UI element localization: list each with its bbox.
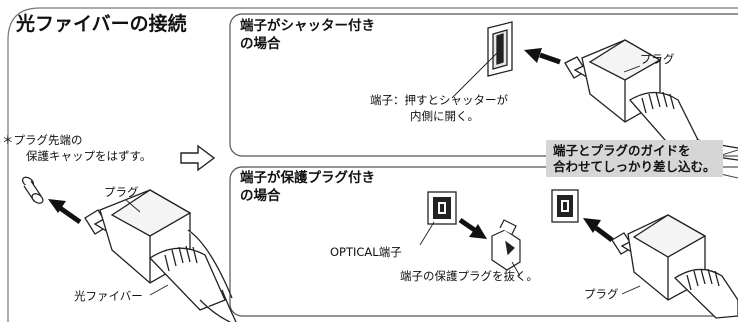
remove-plug-label: 端子の保護プラグを抜く。 bbox=[400, 269, 538, 283]
protect-panel-frame bbox=[229, 166, 738, 317]
protect-terminal-drawing bbox=[551, 189, 579, 223]
optical-terminal-label: OPTICAL端子 bbox=[330, 245, 402, 259]
tip-line1: 端子とプラグのガイドを bbox=[553, 143, 691, 158]
left-fiber-label: 光ファイバー bbox=[74, 289, 143, 303]
left-plug-label: プラグ bbox=[104, 185, 139, 199]
page-title: 光ファイバーの接続 bbox=[16, 13, 187, 35]
shutter-plug-leader bbox=[623, 65, 641, 73]
protect-plug-leader bbox=[621, 285, 641, 295]
left-plug-leader bbox=[125, 199, 141, 213]
shutter-plug-drawing bbox=[564, 39, 738, 161]
protect-plug-drawing bbox=[611, 214, 738, 319]
tip-line2: 合わせてしっかり差し込む。 bbox=[553, 158, 716, 174]
protect-cap-drawing bbox=[491, 219, 521, 271]
shutter-insert-arrow bbox=[524, 48, 561, 65]
protect-heading-line1: 端子が保護プラグ付き bbox=[240, 170, 375, 186]
shutter-heading-line1: 端子がシャッター付き bbox=[240, 18, 375, 34]
cap-note-line1: ＊プラグ先端の bbox=[2, 133, 83, 147]
left-fiber-leader bbox=[149, 284, 169, 296]
protect-heading-line2: の場合 bbox=[240, 188, 281, 204]
shutter-note-leader bbox=[451, 51, 499, 99]
cap-icon bbox=[21, 176, 44, 204]
remove-leader bbox=[511, 261, 521, 277]
shutter-heading-line2: の場合 bbox=[240, 36, 281, 52]
protect-insert-arrow bbox=[583, 218, 614, 242]
cap-note-line2: 保護キャップをはずす。 bbox=[26, 149, 152, 163]
optical-terminal-drawing bbox=[427, 191, 457, 225]
hollow-arrow bbox=[180, 144, 216, 172]
protect-plug-label: プラグ bbox=[584, 287, 619, 301]
left-insert-arrow bbox=[48, 199, 82, 225]
outer-frame bbox=[7, 7, 738, 41]
shutter-terminal-drawing bbox=[487, 21, 513, 77]
tip-box: 端子とプラグのガイドを 合わせてしっかり差し込む。 bbox=[546, 140, 723, 178]
shutter-note-line1: 端子：押すとシャッターが bbox=[370, 93, 508, 107]
shutter-note-line2: 内側に開く。 bbox=[410, 109, 479, 123]
optical-leader bbox=[419, 221, 435, 246]
shutter-plug-label: プラグ bbox=[640, 52, 675, 66]
remove-arrow bbox=[458, 217, 487, 239]
left-plug-drawing bbox=[84, 189, 237, 322]
